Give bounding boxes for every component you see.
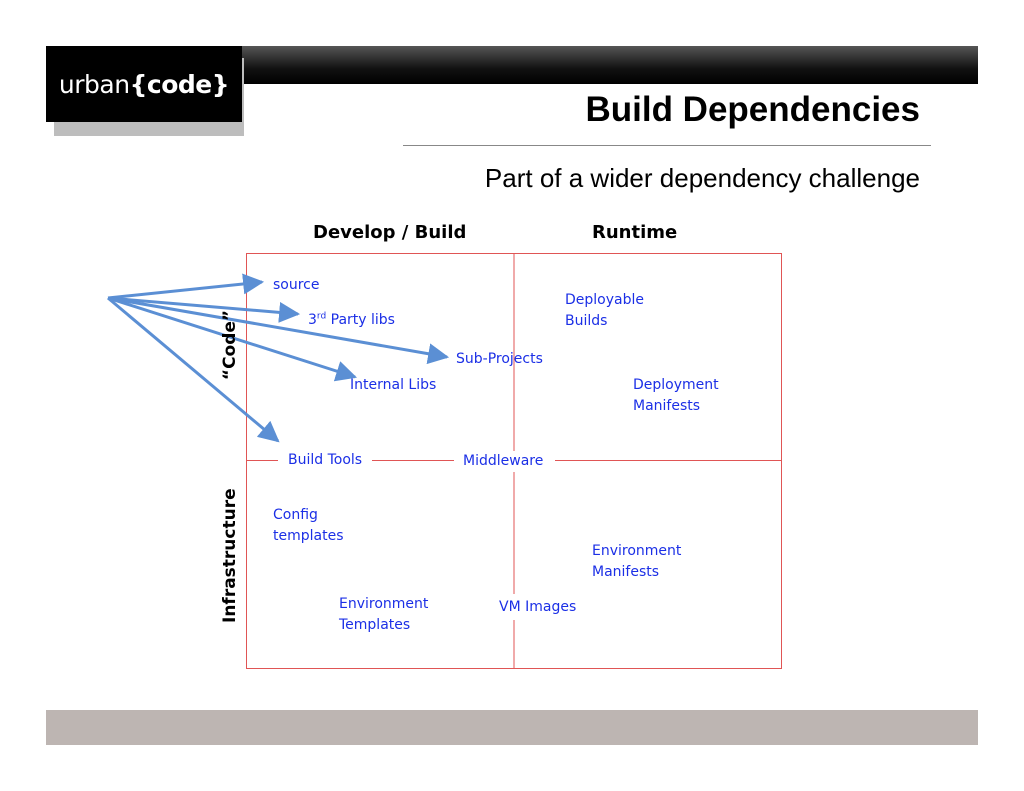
config-templates-line-2: templates: [273, 528, 344, 544]
node-vm-images: VM Images: [496, 594, 580, 620]
environment-templates-line-1: Environment: [339, 596, 429, 612]
third-party-sup: rd: [316, 311, 327, 322]
logo-brace-close: }: [211, 69, 230, 99]
config-templates-line-1: Config: [273, 507, 318, 523]
node-deployment-manifests: Deployment Manifests: [633, 375, 719, 417]
node-third-party-libs: 3rd Party libs: [308, 310, 395, 331]
arrow-to-source: [107, 273, 265, 300]
node-sub-projects: Sub-Projects: [456, 351, 543, 367]
environment-templates-line-2: Templates: [339, 617, 411, 633]
logo-brace-open: {: [129, 69, 148, 99]
node-environment-templates: Environment Templates: [339, 594, 428, 636]
deployment-manifests-line-1: Deployment: [633, 377, 719, 393]
footer-bar: [46, 710, 978, 745]
environment-manifests-line-1: Environment: [592, 543, 682, 559]
slide-title: Build Dependencies: [585, 90, 920, 129]
column-header-develop-build: Develop / Build: [313, 222, 467, 243]
third-party-prefix: 3: [308, 312, 317, 328]
node-middleware: Middleware: [454, 451, 556, 472]
logo-prefix: urban: [58, 69, 130, 99]
logo-strong: code: [146, 69, 212, 99]
deployable-builds-line-2: Builds: [565, 313, 608, 329]
urbancode-logo: urban{code}: [46, 46, 242, 122]
arrow-to-internal-libs: [107, 296, 358, 382]
node-build-tools: Build Tools: [278, 450, 373, 471]
node-config-templates: Config templates: [273, 505, 344, 547]
arrow-to-sub-projects: [107, 296, 450, 365]
environment-manifests-line-2: Manifests: [592, 564, 660, 580]
title-rule: [403, 145, 931, 146]
arrow-to-build-tools: [107, 296, 280, 443]
third-party-suffix: Party libs: [326, 312, 395, 328]
deployable-builds-line-1: Deployable: [565, 292, 644, 308]
node-environment-manifests: Environment Manifests: [592, 541, 681, 583]
row-header-infrastructure: Infrastructure: [220, 488, 240, 623]
arrow-to-third-party-libs: [107, 296, 301, 323]
row-header-code: “Code”: [220, 309, 240, 381]
node-source: source: [273, 277, 320, 293]
slide-subtitle: Part of a wider dependency challenge: [484, 163, 920, 193]
column-header-runtime: Runtime: [592, 222, 678, 243]
deployment-manifests-line-2: Manifests: [633, 398, 701, 414]
node-deployable-builds: Deployable Builds: [565, 290, 644, 332]
node-internal-libs: Internal Libs: [350, 377, 437, 393]
